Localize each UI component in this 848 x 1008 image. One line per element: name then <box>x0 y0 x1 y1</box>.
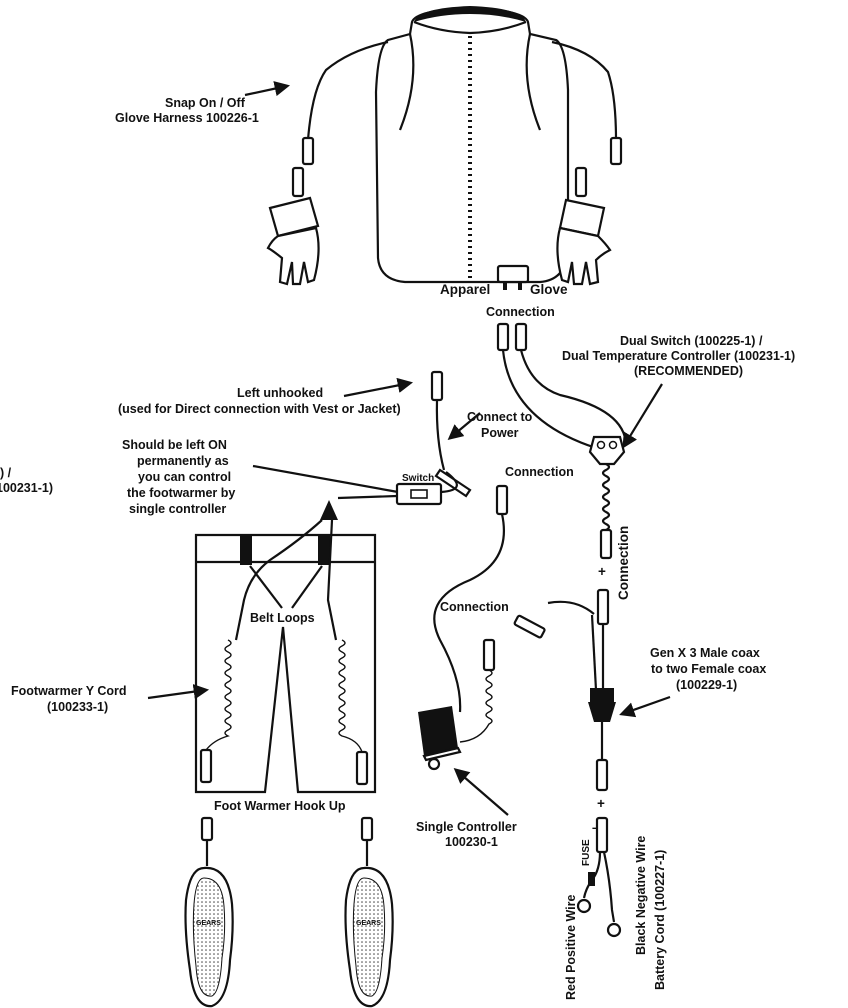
single-controller-arrow <box>456 770 508 815</box>
harness-plug-left-upper <box>303 138 313 164</box>
controller-output-plug <box>484 640 494 670</box>
unhooked-plug <box>432 372 442 400</box>
apparel-label: Apparel <box>440 282 490 297</box>
genx-arrow <box>622 697 670 714</box>
should-left-on-pointer <box>253 466 398 492</box>
connection-top-label: Connection <box>486 305 555 319</box>
genx-branch-left <box>592 615 596 690</box>
insole-left: GEARS <box>186 818 233 1006</box>
dual-switch-arrow <box>624 384 662 446</box>
edge-label-1: ) / <box>0 466 12 480</box>
black-wire-label: Black Negative Wire <box>634 836 648 955</box>
controller-coil-cord <box>460 670 492 742</box>
harness-plug-left-lower <box>293 168 303 196</box>
belt-loops-label: Belt Loops <box>250 611 315 625</box>
genx-splitter-body <box>588 702 616 722</box>
fuse-label: FUSE <box>581 839 592 866</box>
pants-body <box>196 535 375 792</box>
battery-cord-plug <box>597 818 607 852</box>
foot-warmer-hookup-label: Foot Warmer Hook Up <box>214 799 346 813</box>
vest-connector-pin-left <box>503 282 507 290</box>
genx-label-3: (100229-1) <box>676 678 737 692</box>
insole-right-brand: GEARS <box>356 920 381 927</box>
should-left-on-label-2: permanently as <box>137 454 229 468</box>
footwarmer-y-cord-label-2: (100233-1) <box>47 700 108 714</box>
red-wire-label: Red Positive Wire <box>564 894 578 1000</box>
pants-plug-left <box>201 750 211 782</box>
dual-switch-unit <box>590 437 624 464</box>
inline-switch-toggle <box>411 490 427 498</box>
plus-lower: + <box>597 796 605 811</box>
controller-input-plug <box>514 615 545 638</box>
fuse-holder <box>588 872 595 886</box>
switch-label: Switch <box>402 473 434 484</box>
dual-output-plug <box>601 530 611 558</box>
dual-plug-left <box>498 324 508 350</box>
should-left-on-label-1: Should be left ON <box>122 438 227 452</box>
genx-output-plug <box>597 760 607 790</box>
vest-connector-pin-right <box>518 282 522 290</box>
footwarmer-y-cord-label-1: Footwarmer Y Cord <box>11 684 127 698</box>
genx-input-plug-right <box>598 590 608 624</box>
snap-on-label-1: Snap On / Off <box>165 96 246 110</box>
connection-mid-label: Connection <box>505 465 574 479</box>
unhooked-cord <box>437 400 444 470</box>
genx-label-2: to two Female coax <box>651 662 766 676</box>
vest-zipper <box>468 34 472 280</box>
belt-loop-right <box>318 535 330 565</box>
should-left-on-label-5: single controller <box>129 502 226 516</box>
ring-terminal-red <box>578 900 590 912</box>
glove-left <box>268 198 319 284</box>
dual-switch-label-2: Dual Temperature Controller (100231-1) <box>562 349 795 363</box>
ring-terminal-black <box>608 924 620 936</box>
switch-to-y-cord <box>338 496 397 498</box>
belt-loop-left <box>240 535 252 565</box>
insole-right: GEARS <box>346 818 393 1006</box>
edge-label-2: 100231-1) <box>0 481 53 495</box>
genx-splitter-cap <box>590 688 614 702</box>
dual-switch-label-1: Dual Switch (100225-1) / <box>620 334 763 348</box>
connect-power-arrow <box>450 413 480 438</box>
harness-plug-right-upper <box>611 138 621 164</box>
left-unhooked-label-2: (used for Direct connection with Vest or… <box>118 402 401 416</box>
plus-upper: + <box>598 564 606 579</box>
pants-plug-right <box>357 752 367 784</box>
single-controller-label-1: Single Controller <box>416 820 517 834</box>
connection-vertical-label: Connection <box>616 526 631 600</box>
vest-connector-block <box>498 266 528 282</box>
genx-label-1: Gen X 3 Male coax <box>650 646 760 660</box>
dual-plug-right <box>516 324 526 350</box>
connect-power-label-2: Power <box>481 426 519 440</box>
heated-vest <box>268 6 621 290</box>
battery-cord-black <box>604 852 614 922</box>
left-unhooked-label-1: Left unhooked <box>237 386 323 400</box>
harness-plug-right-lower <box>576 168 586 196</box>
connection-left-label: Connection <box>440 600 509 614</box>
y-cord-junction <box>320 500 338 520</box>
power-plug-female <box>497 486 507 514</box>
single-controller-label-2: 100230-1 <box>445 835 498 849</box>
dual-switch-label-3: (RECOMMENDED) <box>634 364 743 378</box>
should-left-on-label-4: the footwarmer by <box>127 486 235 500</box>
snap-on-arrow <box>245 86 287 95</box>
glove-right <box>557 200 610 284</box>
should-left-on-label-3: you can control <box>138 470 231 484</box>
controller-input-cord <box>548 602 594 614</box>
left-unhooked-arrow <box>344 383 410 396</box>
glove-label: Glove <box>530 282 568 297</box>
heated-pants <box>196 500 375 792</box>
battery-cord-label: Battery Cord (100227-1) <box>653 850 667 990</box>
single-controller <box>418 706 460 769</box>
snap-on-label-2: Glove Harness 100226-1 <box>115 111 259 125</box>
dual-cord-right <box>521 350 626 445</box>
insole-left-brand: GEARS <box>196 920 221 927</box>
